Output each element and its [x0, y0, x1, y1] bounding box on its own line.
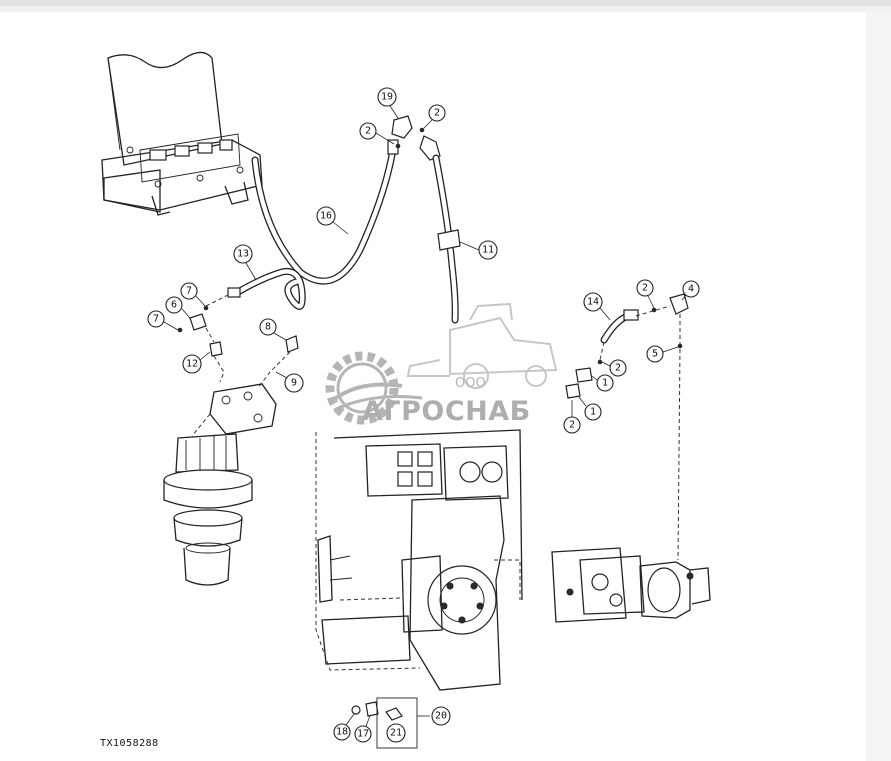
- callout-6[interactable]: 6: [165, 296, 183, 314]
- svg-text:1: 1: [602, 378, 608, 389]
- callout-2[interactable]: 2: [636, 279, 654, 297]
- callout-14[interactable]: 14: [583, 292, 603, 312]
- svg-text:6: 6: [171, 300, 177, 311]
- svg-text:1: 1: [590, 407, 596, 418]
- hose-11: [432, 154, 461, 324]
- svg-text:7: 7: [153, 314, 159, 325]
- svg-text:19: 19: [381, 92, 393, 103]
- svg-text:14: 14: [587, 297, 599, 308]
- svg-text:17: 17: [357, 729, 369, 740]
- callout-7[interactable]: 7: [180, 282, 198, 300]
- callout-11[interactable]: 11: [478, 240, 498, 260]
- watermark-company-form: ООО: [455, 376, 486, 391]
- right-gutter: [866, 12, 891, 761]
- callout-21[interactable]: 21: [386, 723, 406, 743]
- center-frame: [315, 429, 523, 691]
- svg-text:8: 8: [265, 322, 271, 333]
- callout-17[interactable]: 17: [354, 725, 372, 743]
- callout-18[interactable]: 18: [333, 723, 351, 741]
- swing-motor-assembly: [163, 383, 277, 586]
- callout-2[interactable]: 2: [428, 104, 446, 122]
- callout-2[interactable]: 2: [359, 122, 377, 140]
- svg-text:13: 13: [237, 249, 249, 260]
- callout-16[interactable]: 16: [316, 206, 336, 226]
- callout-1[interactable]: 1: [596, 374, 614, 392]
- svg-text:2: 2: [365, 126, 371, 137]
- callout-7[interactable]: 7: [147, 310, 165, 328]
- frame-assembly: [101, 51, 263, 216]
- svg-text:18: 18: [336, 727, 348, 738]
- svg-text:20: 20: [435, 711, 447, 722]
- svg-text:2: 2: [569, 420, 575, 431]
- bottom-fittings: [351, 697, 430, 749]
- fittings-left: [177, 293, 299, 389]
- svg-text:9: 9: [291, 378, 297, 389]
- top-strip: [0, 0, 891, 6]
- callout-9[interactable]: 9: [284, 373, 304, 393]
- figure-id: TX1058288: [100, 738, 159, 749]
- svg-text:16: 16: [320, 211, 332, 222]
- watermark-logo: [325, 302, 558, 425]
- hose-16: [251, 139, 399, 285]
- diagram-sheet: [0, 12, 866, 761]
- callout-5[interactable]: 5: [646, 345, 664, 363]
- callout-20[interactable]: 20: [431, 706, 451, 726]
- svg-text:7: 7: [186, 286, 192, 297]
- svg-text:2: 2: [434, 108, 440, 119]
- watermark: ООО АГРОСНАБ: [300, 300, 570, 440]
- elbow-19: [391, 115, 441, 161]
- svg-text:2: 2: [642, 283, 648, 294]
- hydraulic-pump: [551, 547, 711, 623]
- callout-8[interactable]: 8: [259, 318, 277, 336]
- svg-text:21: 21: [390, 728, 402, 739]
- svg-text:11: 11: [482, 245, 494, 256]
- callout-12[interactable]: 12: [182, 354, 202, 374]
- callout-4[interactable]: 4: [682, 280, 700, 298]
- callout-13[interactable]: 13: [233, 244, 253, 264]
- svg-text:4: 4: [688, 284, 694, 295]
- hose-13: [227, 267, 306, 310]
- svg-text:12: 12: [186, 359, 198, 370]
- callout-1[interactable]: 1: [584, 403, 602, 421]
- callout-19[interactable]: 19: [377, 87, 397, 107]
- callout-2[interactable]: 2: [609, 359, 627, 377]
- right-fittings: [565, 293, 689, 561]
- watermark-brand: АГРОСНАБ: [362, 396, 531, 427]
- callout-2[interactable]: 2: [563, 416, 581, 434]
- svg-text:2: 2: [615, 363, 621, 374]
- svg-text:5: 5: [652, 349, 658, 360]
